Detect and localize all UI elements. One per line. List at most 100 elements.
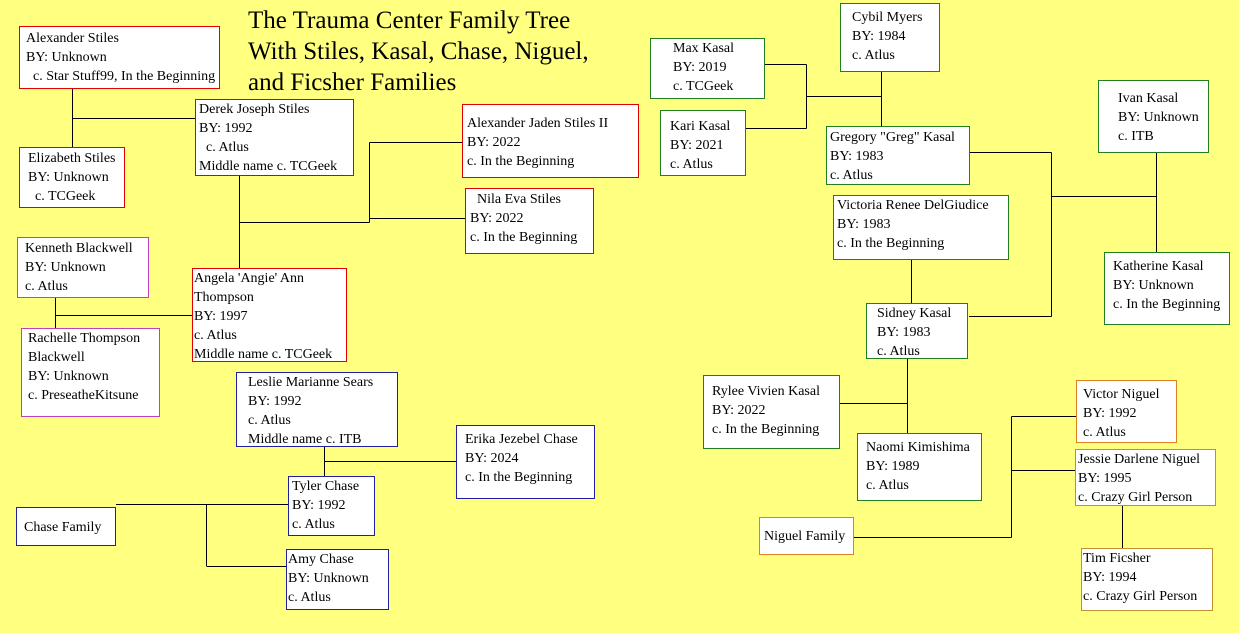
- person-box-jessie-niguel: Jessie Darlene Niguel BY: 1995 c. Crazy …: [1075, 449, 1216, 506]
- person-box-rylee-kasal: Rylee Vivien Kasal BY: 2022 c. In the Be…: [703, 375, 840, 449]
- person-name: Kari Kasal: [670, 119, 731, 134]
- credit: c. Atlus: [877, 344, 920, 359]
- person-name: Tyler Chase: [292, 479, 360, 494]
- birth-year: BY: Unknown: [26, 50, 107, 65]
- person-box-amy-chase: Amy Chase BY: Unknown c. Atlus: [286, 549, 389, 610]
- birth-year: BY: Unknown: [25, 260, 106, 275]
- family-box-niguel: Niguel Family: [759, 517, 854, 555]
- credit: c. Atlus: [852, 48, 895, 63]
- person-box-victoria-delgiudice: Victoria Renee DelGiudice BY: 1983 c. In…: [833, 195, 1009, 260]
- person-name: Erika Jezebel Chase: [465, 432, 578, 447]
- person-box-ivan-kasal: Ivan Kasal BY: Unknown c. ITB: [1098, 80, 1209, 153]
- person-name: Alexander Stiles: [26, 31, 119, 46]
- person-name: Leslie Marianne Sears: [248, 375, 374, 390]
- person-name: Angela 'Angie' Ann: [194, 271, 305, 286]
- person-name: Rylee Vivien Kasal: [712, 384, 820, 399]
- family-box-chase: Chase Family: [16, 507, 116, 546]
- person-name: Gregory "Greg" Kasal: [830, 130, 955, 145]
- person-box-nila-stiles: Nila Eva Stiles BY: 2022 c. In the Begin…: [465, 188, 594, 254]
- family-label: Chase Family: [24, 520, 102, 535]
- birth-year: BY: 1989: [866, 459, 920, 474]
- credit: c. Atlus: [830, 168, 873, 183]
- birth-year: BY: 1995: [1078, 471, 1132, 486]
- credit: c. TCGeek: [35, 189, 96, 204]
- diagram-title: The Trauma Center Family Tree With Stile…: [248, 5, 589, 98]
- person-name: Tim Ficsher: [1083, 551, 1151, 566]
- person-name: Victor Niguel: [1083, 387, 1160, 402]
- credit: c. In the Beginning: [465, 470, 573, 485]
- birth-year: BY: 2024: [465, 451, 519, 466]
- birth-year: BY: 1992: [292, 498, 346, 513]
- person-box-greg-kasal: Gregory "Greg" Kasal BY: 1983 c. Atlus: [826, 126, 970, 185]
- person-name: Cybil Myers: [852, 10, 923, 25]
- credit: c. Atlus: [25, 279, 68, 294]
- credit: c. Atlus: [248, 413, 291, 428]
- person-name: Katherine Kasal: [1113, 259, 1204, 274]
- person-box-elizabeth-stiles: Elizabeth Stiles BY: Unknown c. TCGeek: [19, 147, 125, 208]
- person-name: Derek Joseph Stiles: [199, 102, 310, 117]
- credit: c. PreseatheKitsune: [28, 388, 139, 403]
- credit: c. Atlus: [288, 590, 331, 605]
- credit: c. TCGeek: [673, 79, 734, 94]
- title-line: With Stiles, Kasal, Chase, Niguel,: [248, 38, 589, 65]
- birth-year: BY: Unknown: [28, 170, 109, 185]
- person-name-cont: Thompson: [194, 290, 254, 305]
- person-box-tyler-chase: Tyler Chase BY: 1992 c. Atlus: [288, 476, 375, 536]
- credit: c. In the Beginning: [837, 236, 945, 251]
- person-name: Jessie Darlene Niguel: [1078, 452, 1201, 467]
- person-name: Sidney Kasal: [877, 306, 952, 321]
- person-box-rachelle-blackwell: Rachelle Thompson Blackwell BY: Unknown …: [21, 328, 160, 417]
- birth-year: BY: 1997: [194, 309, 248, 324]
- person-box-katherine-kasal: Katherine Kasal BY: Unknown c. In the Be…: [1104, 252, 1230, 325]
- birth-year: BY: 1984: [852, 29, 906, 44]
- birth-year: BY: 2022: [712, 403, 766, 418]
- person-box-derek-stiles: Derek Joseph Stiles BY: 1992 c. Atlus Mi…: [195, 99, 354, 176]
- person-name: Nila Eva Stiles: [477, 192, 561, 207]
- middle-name-credit: Middle name c. TCGeek: [199, 159, 338, 174]
- person-name: Kenneth Blackwell: [25, 241, 133, 256]
- person-box-alexander-jaden-stiles: Alexander Jaden Stiles II BY: 2022 c. In…: [462, 104, 639, 178]
- birth-year: BY: 1992: [199, 121, 253, 136]
- birth-year: BY: Unknown: [28, 369, 109, 384]
- person-name: Rachelle Thompson: [28, 331, 141, 346]
- credit: c. Atlus: [206, 140, 249, 155]
- person-name: Victoria Renee DelGiudice: [837, 198, 989, 213]
- person-box-erika-chase: Erika Jezebel Chase BY: 2024 c. In the B…: [456, 425, 595, 499]
- family-label: Niguel Family: [764, 529, 846, 544]
- middle-name-credit: Middle name c. TCGeek: [194, 347, 333, 362]
- birth-year: BY: 1992: [248, 394, 302, 409]
- birth-year: BY: 1994: [1083, 570, 1137, 585]
- person-box-angie-thompson: Angela 'Angie' Ann Thompson BY: 1997 c. …: [192, 268, 347, 362]
- credit: c. ITB: [1118, 129, 1154, 144]
- credit: c. Atlus: [866, 478, 909, 493]
- person-box-kenneth-blackwell: Kenneth Blackwell BY: Unknown c. Atlus: [17, 237, 149, 298]
- credit: c. In the Beginning: [712, 422, 820, 437]
- birth-year: BY: 2019: [673, 60, 727, 75]
- credit: c. In the Beginning: [1113, 297, 1221, 312]
- person-name-cont: Blackwell: [28, 350, 85, 365]
- person-box-kari-kasal: Kari Kasal BY: 2021 c. Atlus: [660, 110, 746, 176]
- credit: c. Atlus: [670, 157, 713, 172]
- credit: c. Star Stuff99, In the Beginning: [33, 69, 216, 84]
- title-line: The Trauma Center Family Tree: [248, 7, 571, 34]
- birth-year: BY: 2022: [470, 211, 524, 226]
- birth-year: BY: Unknown: [1118, 110, 1199, 125]
- birth-year: BY: 1992: [1083, 406, 1137, 421]
- person-name: Naomi Kimishima: [866, 440, 970, 455]
- title-line: and Ficsher Families: [248, 69, 457, 96]
- person-box-leslie-sears: Leslie Marianne Sears BY: 1992 c. Atlus …: [236, 372, 398, 447]
- birth-year: BY: 1983: [837, 217, 891, 232]
- credit: c. Atlus: [292, 517, 335, 532]
- person-box-naomi-kimishima: Naomi Kimishima BY: 1989 c. Atlus: [857, 433, 982, 501]
- birth-year: BY: 2022: [467, 135, 521, 150]
- person-name: Alexander Jaden Stiles II: [467, 116, 609, 131]
- middle-name-credit: Middle name c. ITB: [248, 432, 362, 447]
- birth-year: BY: Unknown: [1113, 278, 1194, 293]
- person-box-alexander-stiles: Alexander Stiles BY: Unknown c. Star Stu…: [19, 26, 220, 89]
- person-box-max-kasal: Max Kasal BY: 2019 c. TCGeek: [650, 38, 765, 99]
- credit: c. Atlus: [1083, 425, 1126, 440]
- person-name: Elizabeth Stiles: [28, 151, 116, 166]
- credit: c. Atlus: [194, 328, 237, 343]
- birth-year: BY: Unknown: [288, 571, 369, 586]
